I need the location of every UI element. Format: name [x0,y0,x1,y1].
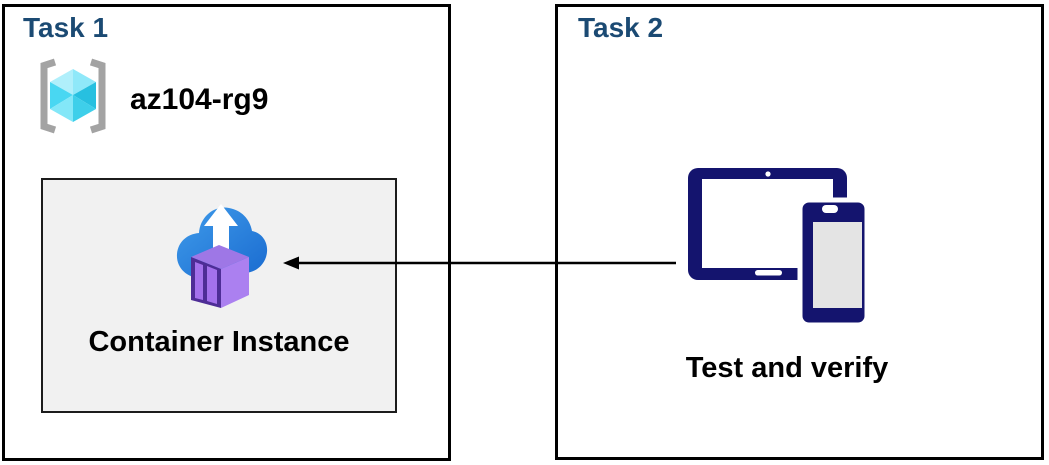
container-instance-label: Container Instance [88,326,350,358]
phone-glyph [797,197,870,328]
resource-group-icon [33,57,113,135]
arrowhead-left [283,256,299,270]
container-instance-box: Container Instance [41,178,397,413]
task2-title: Task 2 [578,12,664,43]
resource-group-name: az104-rg9 [130,83,269,116]
container-instance-icon [174,192,269,309]
devices-label: Test and verify [685,352,889,384]
task1-title: Task 1 [23,12,109,43]
connector-arrow [283,256,676,270]
upload-arrow-glyph [204,204,238,252]
cube-glyph [50,69,96,122]
devices-icon [685,163,870,331]
bracket-right [89,58,106,134]
container-box-glyph [191,245,249,308]
bracket-left [40,58,57,134]
